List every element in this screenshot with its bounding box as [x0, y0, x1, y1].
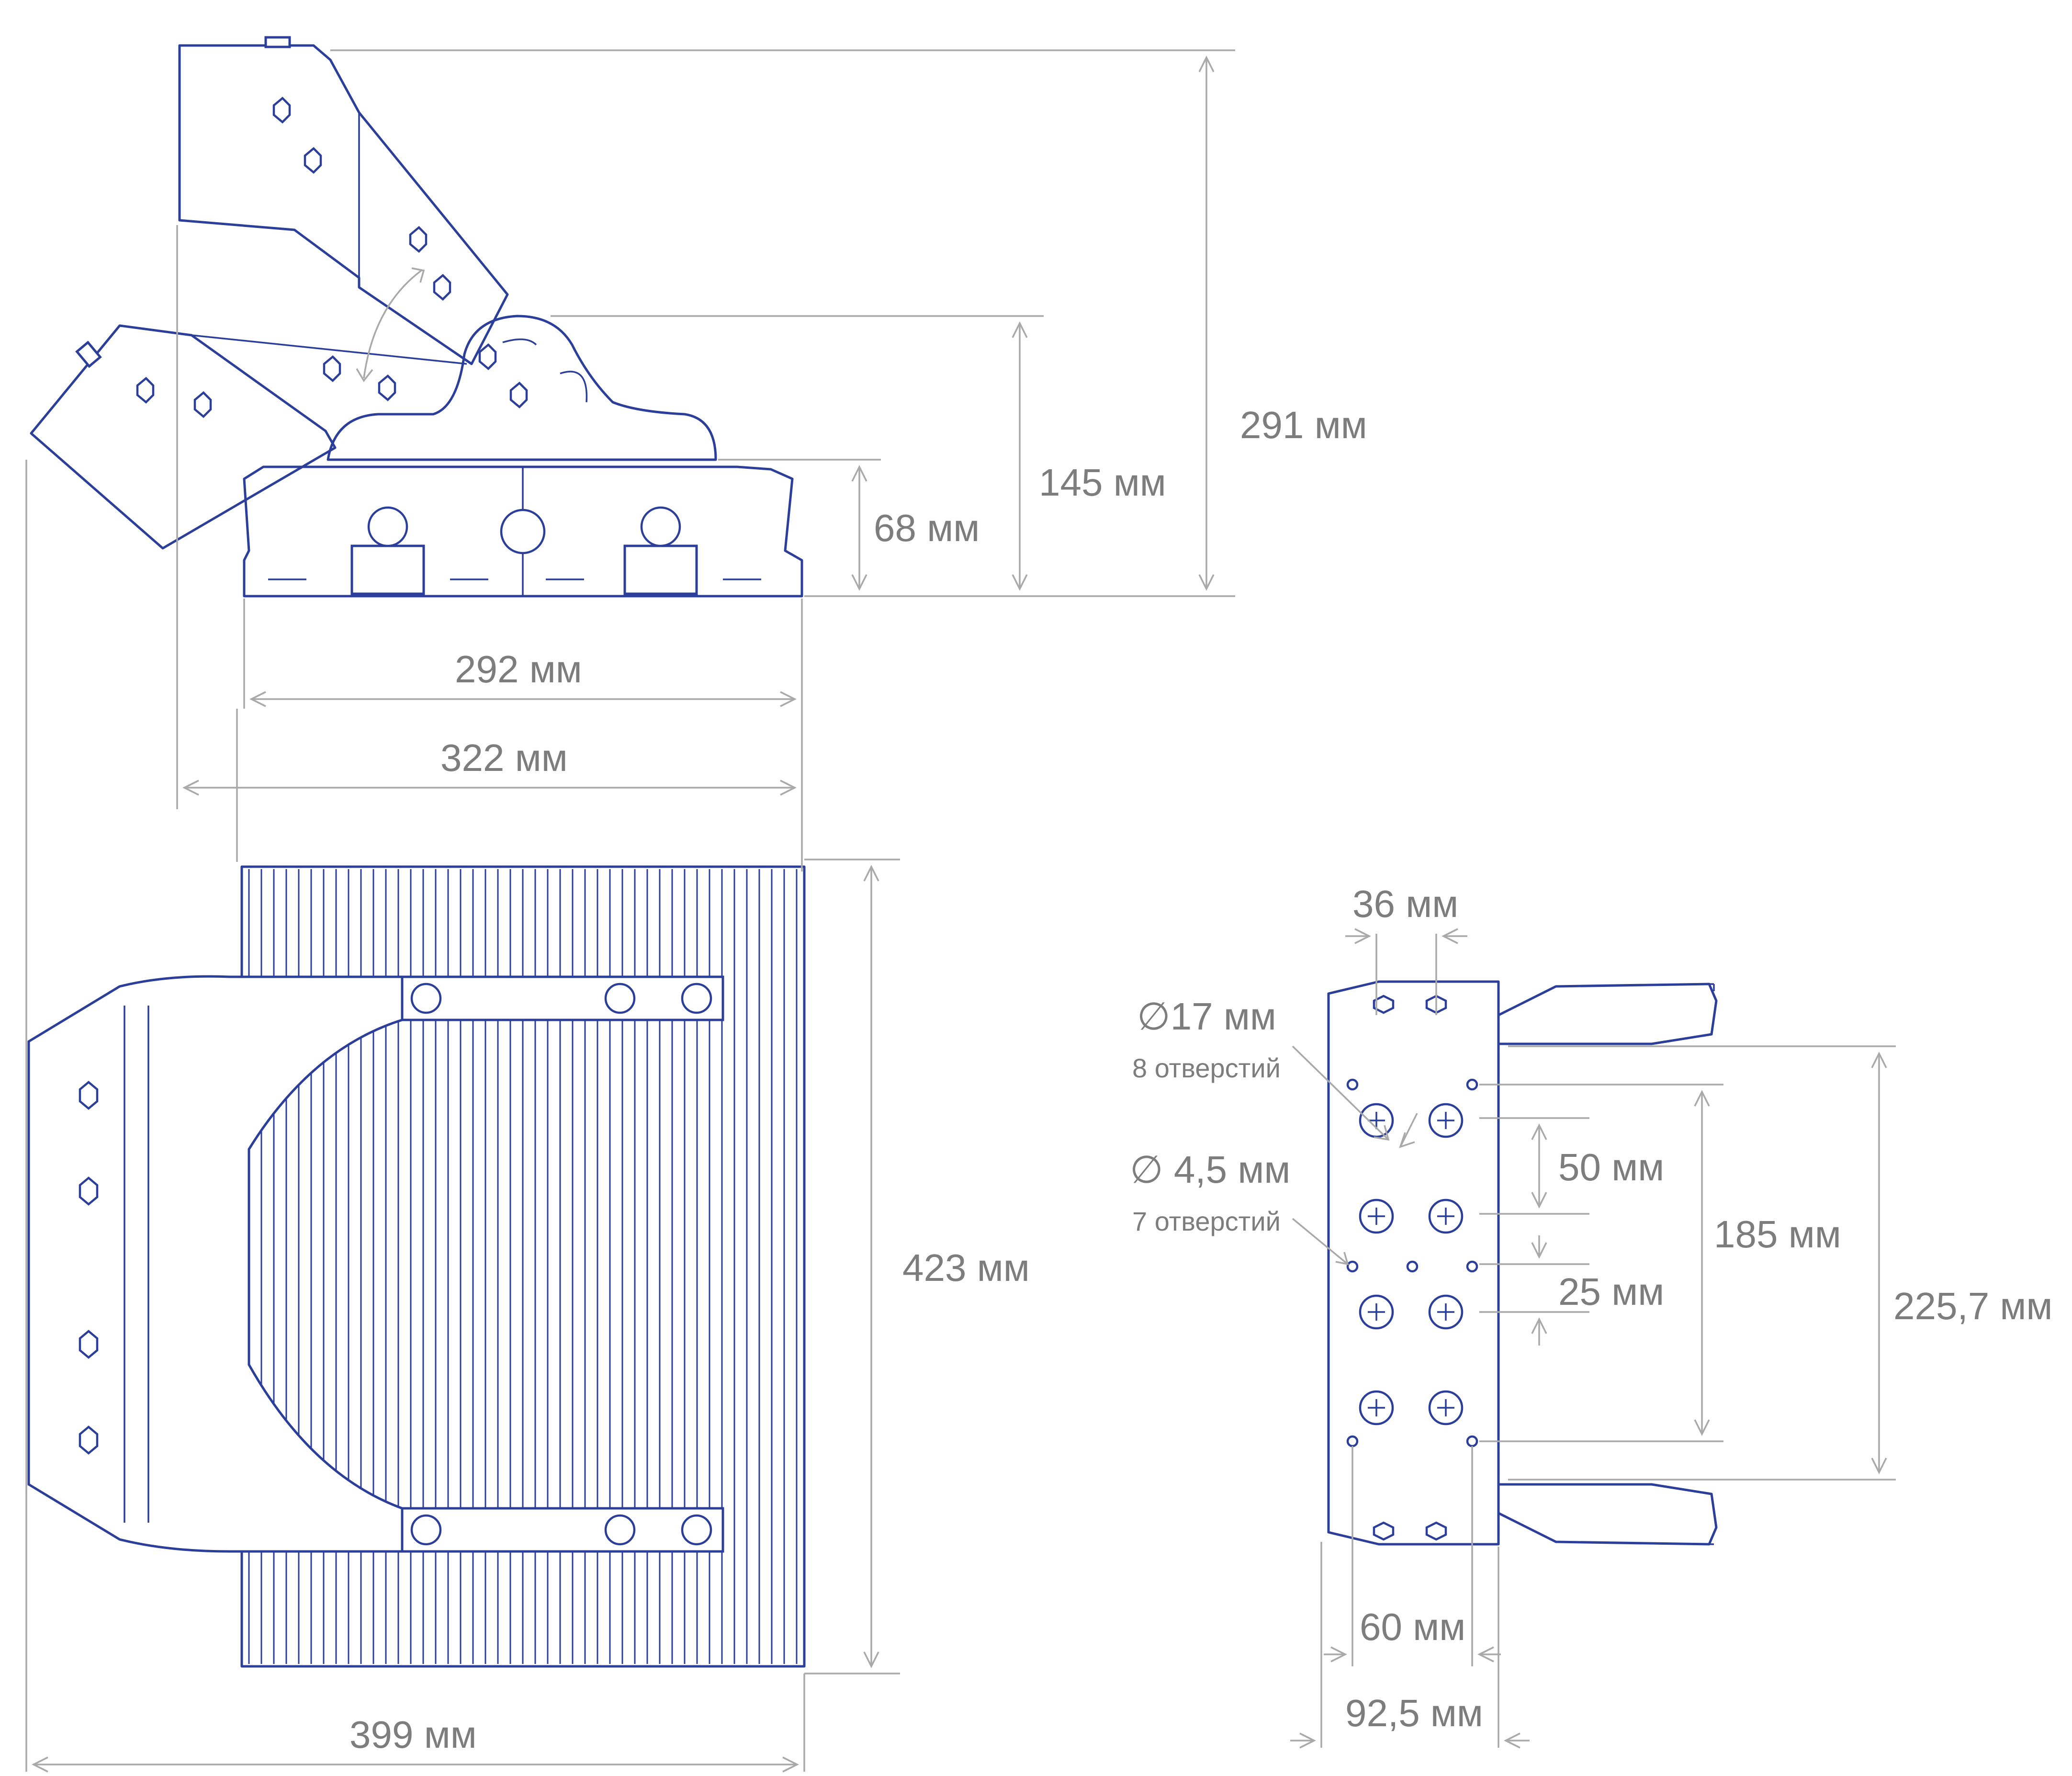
hole-small-diameter: ∅ 4,5 мм: [1130, 1148, 1290, 1191]
mount-plate-view: [1327, 980, 1718, 1546]
hole-large-count: 8 отверстий: [1132, 1053, 1281, 1083]
mounting-cradle: [327, 315, 717, 461]
mount-ear-bottom: [1498, 1483, 1718, 1546]
dim-322: 322 мм: [440, 736, 568, 779]
dimension-lines: [25, 49, 1896, 1773]
hex-nut-icon: [1373, 995, 1447, 1541]
side-view: [30, 36, 803, 598]
dimension-labels: 291 мм 145 мм 68 мм 292 мм 322 мм 423 мм…: [349, 404, 2052, 1756]
bracket-upper: [178, 44, 509, 365]
dim-36: 36 мм: [1352, 882, 1458, 925]
plan-view: [27, 865, 806, 1668]
small-holes: [1346, 1078, 1478, 1448]
dim-225-7: 225,7 мм: [1893, 1285, 2052, 1327]
dim-291: 291 мм: [1240, 404, 1367, 446]
rotation-arrow-icon: [363, 270, 422, 379]
dim-60: 60 мм: [1360, 1606, 1465, 1648]
mount-plate: [1327, 980, 1500, 1546]
dim-68: 68 мм: [874, 507, 980, 549]
bracket-lower: [30, 324, 337, 550]
dim-423: 423 мм: [902, 1246, 1030, 1289]
dim-25: 25 мм: [1558, 1270, 1664, 1313]
dim-292: 292 мм: [455, 648, 582, 690]
hex-nut-icon: [136, 96, 528, 419]
dim-185: 185 мм: [1714, 1213, 1841, 1256]
hex-nut-icon: [79, 1081, 99, 1455]
mount-ear-top: [1498, 983, 1718, 1045]
hole-cross-icon: [1359, 1103, 1464, 1425]
dim-145: 145 мм: [1039, 461, 1166, 504]
hole-small-count: 7 отверстий: [1132, 1206, 1281, 1236]
hole-large-diameter: ∅17 мм: [1137, 995, 1276, 1038]
dim-50: 50 мм: [1558, 1146, 1664, 1188]
yoke-bracket: [27, 975, 404, 1553]
clamp-bolts: [410, 983, 712, 1546]
body-profile: [243, 465, 803, 598]
dim-92-5: 92,5 мм: [1345, 1692, 1483, 1734]
dim-399: 399 мм: [349, 1713, 477, 1756]
